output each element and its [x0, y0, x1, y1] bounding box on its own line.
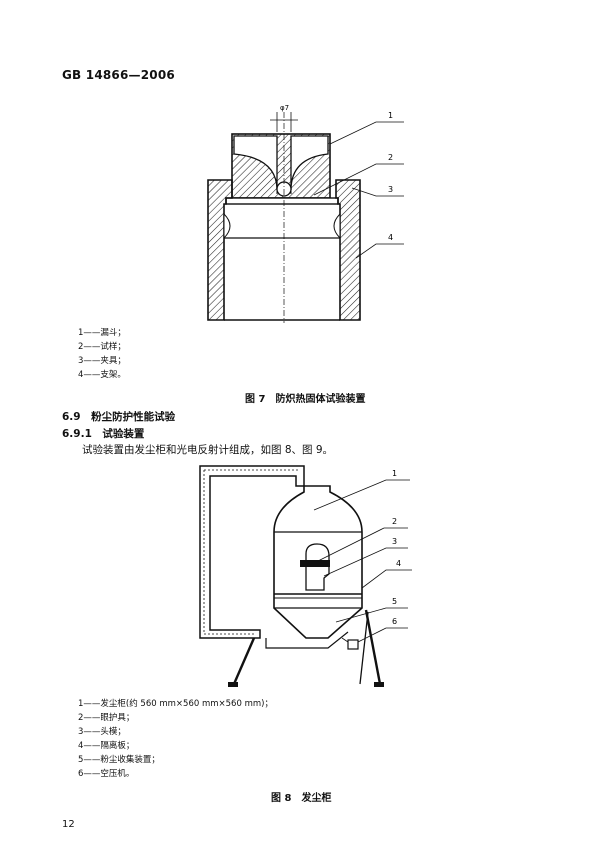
legend-item: 4——支架。	[78, 370, 126, 380]
standard-number: GB 14866—2006	[62, 68, 175, 82]
leg-right	[364, 609, 382, 685]
sample-plate	[225, 197, 339, 205]
support-wall-right	[335, 179, 361, 321]
figure-8-drawing: 1 2 3 4 5 6	[199, 465, 412, 687]
legend-item: 3——头模；	[78, 727, 126, 737]
fig7-callout-4: 4	[388, 233, 393, 242]
figure-8-caption: 图 8 发尘柜	[271, 793, 332, 804]
legend-item: 2——试样；	[78, 342, 126, 352]
fig8-callout-5: 5	[392, 597, 397, 606]
legend-item: 1——发尘柜(约 560 mm×560 mm×560 mm)；	[78, 699, 273, 709]
figure-7-drawing: φ7 1 2 3 4	[207, 104, 404, 323]
legend-item: 3——夹具；	[78, 356, 126, 366]
legend-item: 2——眼护具；	[78, 713, 135, 723]
dim-phi7-label: φ7	[280, 104, 289, 112]
duct-outer	[199, 465, 305, 639]
eye-protector	[300, 560, 330, 567]
air-compressor	[347, 639, 359, 650]
figure-7-caption: 图 7 防炽热固体试验装置	[245, 394, 366, 405]
legend-item: 6——空压机。	[78, 769, 135, 779]
figure-8-legend: 1——发尘柜(约 560 mm×560 mm×560 mm)； 2——眼护具； …	[78, 697, 273, 781]
funnel-part	[231, 133, 331, 199]
section-heading-6-9: 6.9 粉尘防护性能试验	[62, 411, 176, 423]
fig7-callout-1: 1	[388, 111, 393, 120]
legend-item: 4——隔离板；	[78, 741, 135, 751]
leg-left	[232, 637, 256, 685]
figure-7-legend: 1——漏斗； 2——试样； 3——夹具； 4——支架。	[78, 326, 126, 382]
fig8-callout-3: 3	[392, 537, 397, 546]
section-paragraph: 试验装置由发尘柜和光电反射计组成，如图 8、图 9。	[82, 444, 334, 456]
section-heading-6-9-1: 6.9.1 试验装置	[62, 428, 145, 440]
dust-collector	[265, 631, 349, 649]
head-model	[300, 543, 330, 591]
support-wall-left	[207, 179, 233, 321]
legend-item: 1——漏斗；	[78, 328, 126, 338]
fig7-callout-2: 2	[388, 153, 393, 162]
fig8-callout-4: 4	[396, 559, 401, 568]
legend-item: 5——粉尘收集装置；	[78, 755, 160, 765]
fig8-callout-1: 1	[392, 469, 397, 478]
page-number: 12	[62, 819, 75, 830]
fig8-callout-6: 6	[392, 617, 397, 626]
fig8-callout-2: 2	[392, 517, 397, 526]
fig7-callout-3: 3	[388, 185, 393, 194]
